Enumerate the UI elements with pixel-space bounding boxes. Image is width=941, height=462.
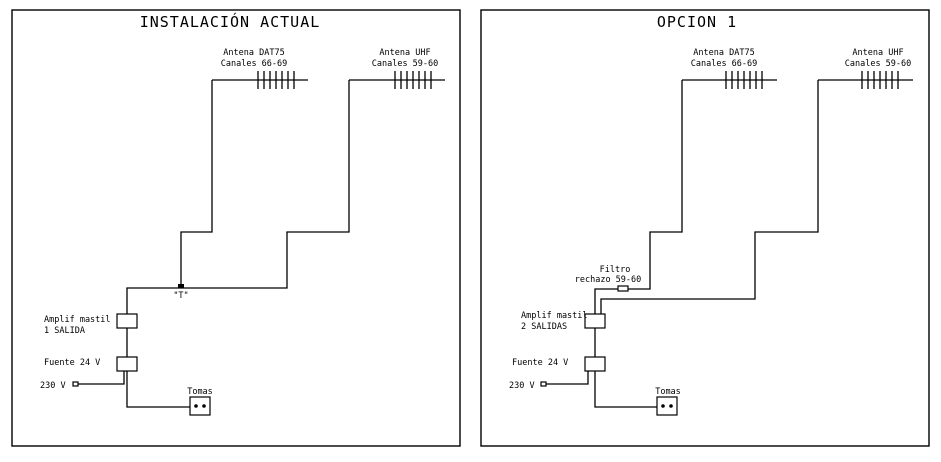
amplifier-outputs: 1 SALIDA — [44, 326, 85, 336]
power-supply-label: Fuente 24 V — [44, 358, 100, 368]
outlet-socket-icon — [194, 404, 198, 408]
cable-mains — [78, 371, 125, 385]
outlet-socket-icon — [661, 404, 665, 408]
cable-uhf — [126, 80, 350, 314]
cable-outlet — [594, 371, 657, 408]
power-supply-label: Fuente 24 V — [512, 358, 568, 368]
power-supply-box — [584, 356, 606, 372]
mains-plug-icon — [72, 381, 79, 387]
panel-title: INSTALACIÓN ACTUAL — [140, 12, 321, 31]
antenna-dat75-channels: Canales 66-69 — [221, 59, 288, 69]
antenna-elements — [725, 71, 763, 89]
antenna-uhf-channels: Canales 59-60 — [372, 59, 439, 69]
panel-frame — [11, 9, 461, 447]
cable-dat75 — [180, 80, 213, 288]
cable-dat75 — [594, 80, 683, 314]
filter-box — [617, 285, 629, 292]
amplifier-box — [116, 313, 138, 329]
antenna-dat75: Antena DAT75 Canales 66-69 — [212, 48, 308, 89]
antenna-dat75-channels: Canales 66-69 — [691, 59, 758, 69]
tee-label: "T" — [173, 291, 188, 301]
antenna-uhf-channels: Canales 59-60 — [845, 59, 912, 69]
antenna-elements — [394, 71, 432, 89]
mains-label: 230 V — [40, 381, 66, 391]
filter-label: Filtro — [600, 265, 631, 275]
cable-outlet — [126, 371, 190, 408]
mains-label: 230 V — [509, 381, 535, 391]
panel-title: OPCION 1 — [657, 13, 737, 31]
outlet-socket-icon — [669, 404, 673, 408]
tee-junction-icon — [178, 284, 184, 288]
amplifier-label: Amplif mastil — [44, 315, 111, 325]
amplifier-outputs: 2 SALIDAS — [521, 322, 567, 332]
amplifier-label: Amplif mastil — [521, 311, 588, 321]
antenna-uhf: Antena UHF Canales 59-60 — [349, 48, 445, 89]
antenna-uhf-name: Antena UHF — [852, 48, 903, 58]
panel-instalacion-actual: INSTALACIÓN ACTUAL Antena DAT75 Canales … — [11, 9, 461, 447]
antenna-dat75: Antena DAT75 Canales 66-69 — [682, 48, 777, 89]
cable-uhf — [600, 80, 819, 314]
antenna-uhf-name: Antena UHF — [379, 48, 430, 58]
outlet-box — [189, 396, 211, 416]
antenna-dat75-name: Antena DAT75 — [223, 48, 284, 58]
cable-mains — [546, 371, 589, 385]
outlet-box — [656, 396, 678, 416]
outlet-label: Tomas — [655, 387, 681, 397]
outlet-label: Tomas — [187, 387, 213, 397]
antenna-uhf: Antena UHF Canales 59-60 — [818, 48, 913, 89]
mains-plug-icon — [540, 381, 547, 387]
panel-opcion-1: OPCION 1 Antena DAT75 Canales 66-69 Ante… — [480, 9, 930, 447]
panel-frame — [480, 9, 930, 447]
power-supply-box — [116, 356, 138, 372]
antenna-elements — [861, 71, 899, 89]
antenna-elements — [257, 71, 295, 89]
outlet-socket-icon — [202, 404, 206, 408]
filter-description: rechazo 59-60 — [575, 275, 642, 285]
antenna-dat75-name: Antena DAT75 — [693, 48, 754, 58]
amplifier-box — [584, 313, 606, 329]
